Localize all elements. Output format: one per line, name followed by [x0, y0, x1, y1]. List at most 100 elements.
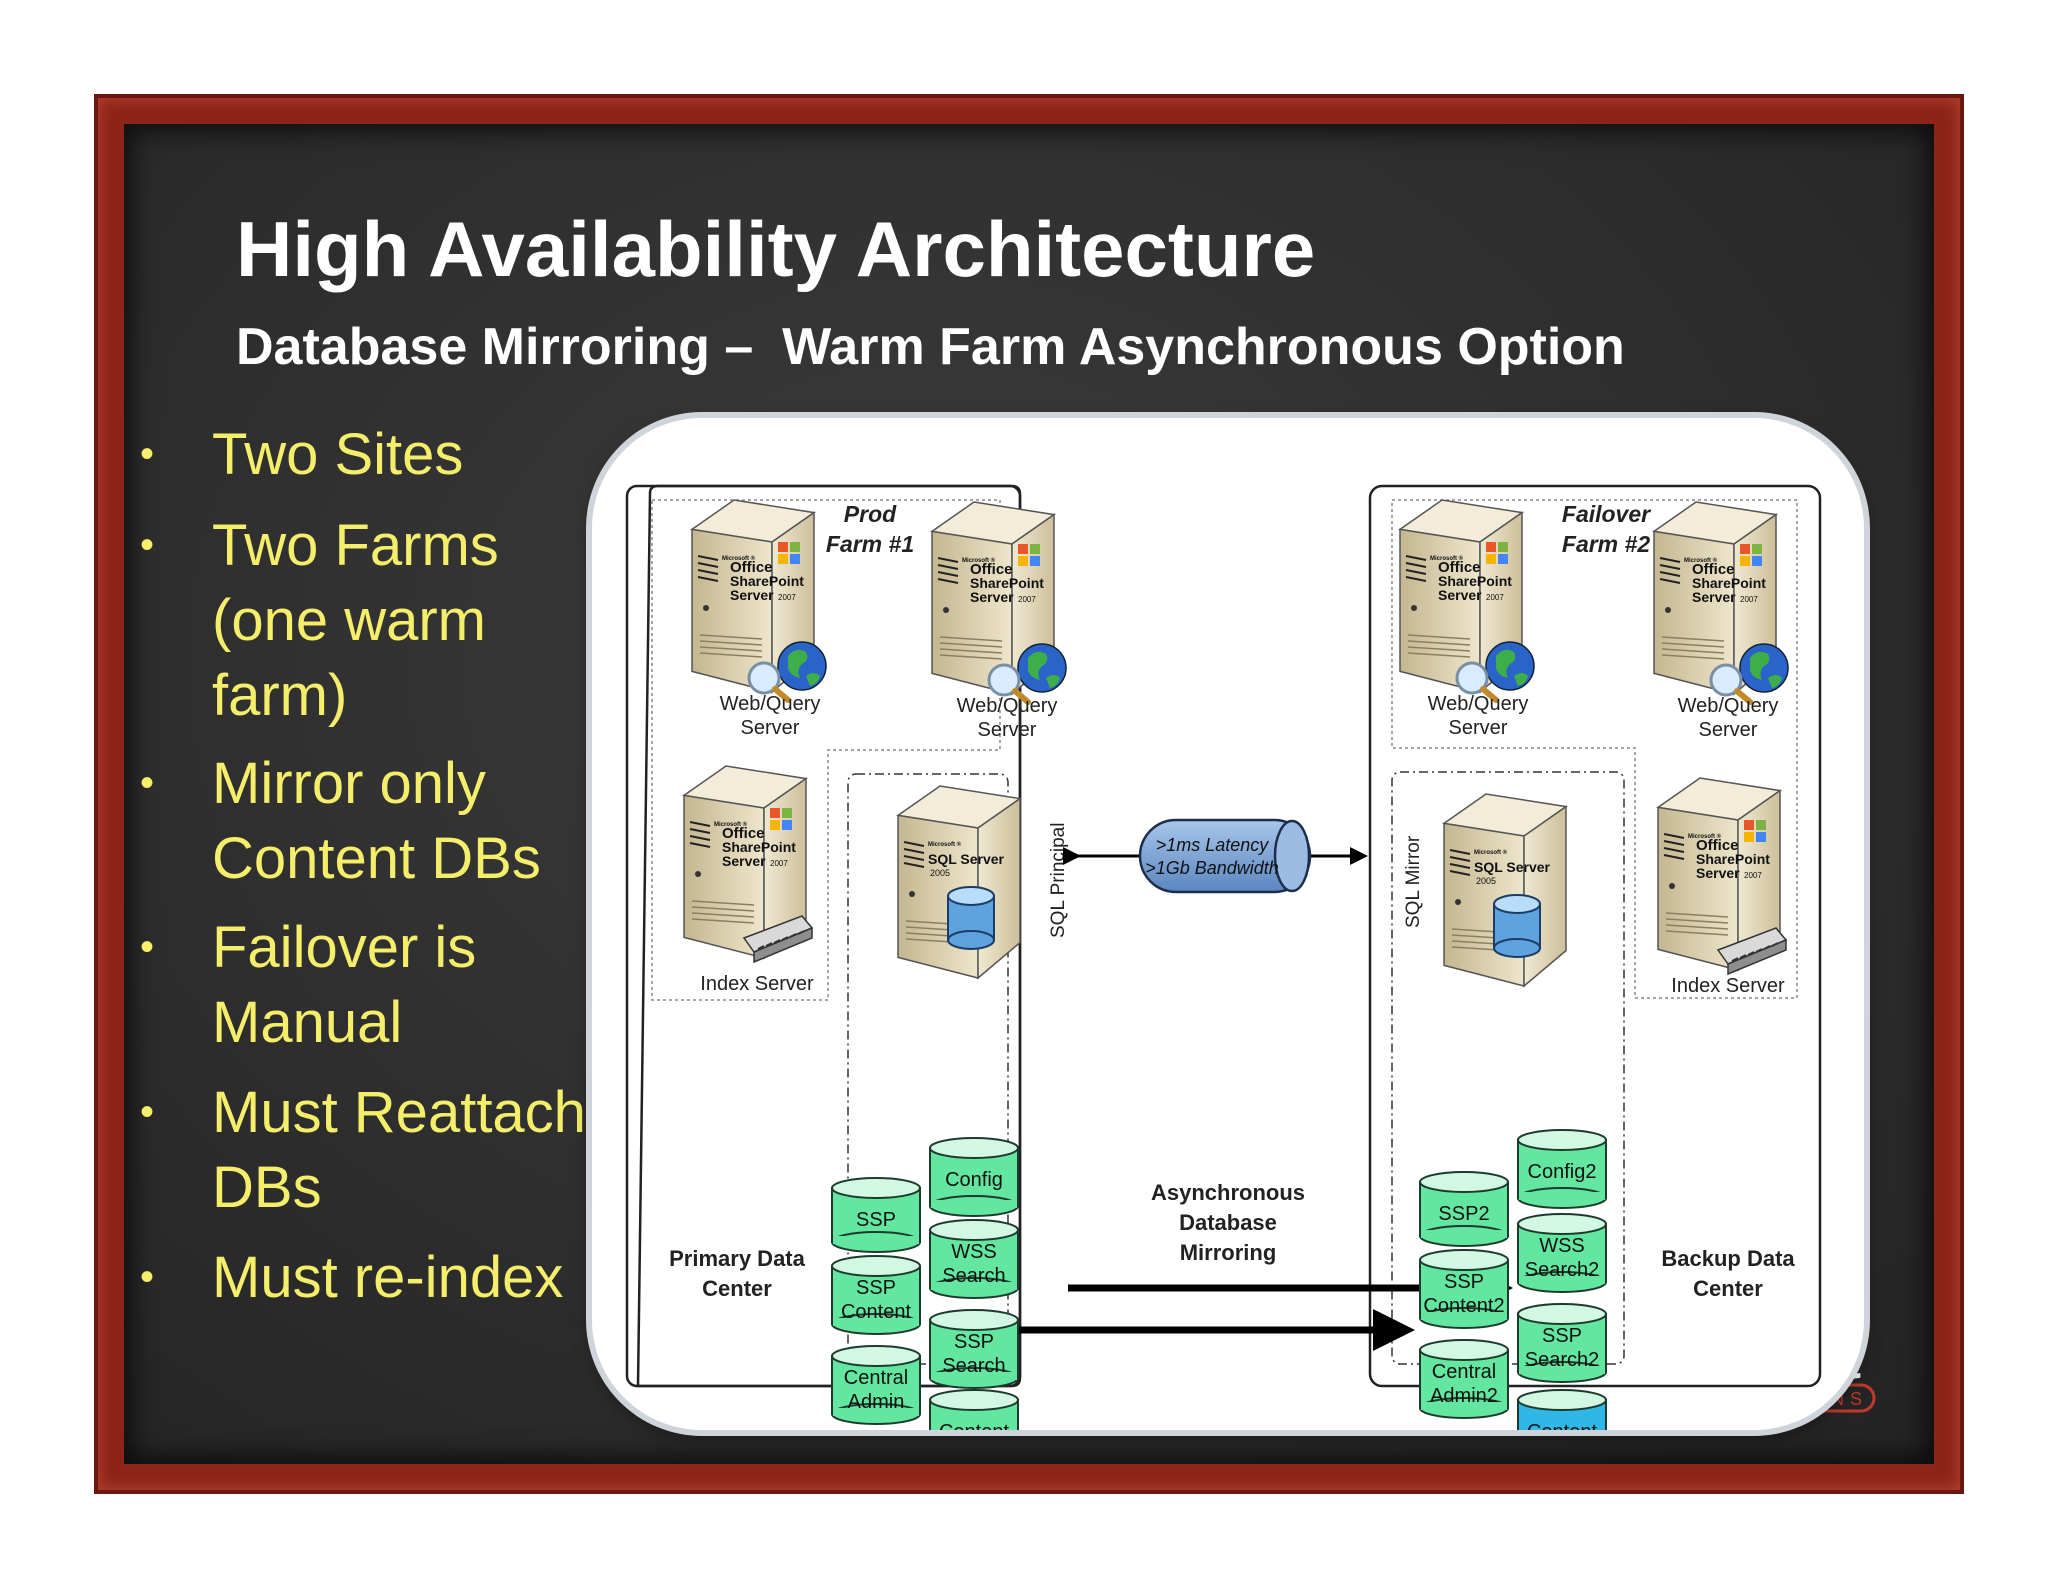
globe-icon	[1739, 643, 1789, 693]
db-label: Content	[1527, 1421, 1597, 1430]
server-badge-office: Office	[1692, 561, 1735, 578]
server-badge-office: Office	[970, 561, 1013, 578]
backup-site-sublabel: Center	[1693, 1276, 1763, 1301]
backup-web1-sublabel: Server	[1449, 717, 1508, 739]
db-content-a: Content	[929, 1389, 1019, 1430]
backup-farm-title: Failover	[1562, 501, 1651, 527]
primary-sql-cluster	[847, 773, 1009, 1365]
bullet-dot: •	[140, 1090, 155, 1134]
server-badge-ms: Microsoft ®	[962, 557, 996, 564]
server-badge-ms: Microsoft ®	[1430, 555, 1464, 562]
backup-web1-label: Web/Query	[1428, 693, 1529, 715]
db-mirror-content-a: Content	[1517, 1389, 1607, 1430]
server-badge-office: Office	[730, 559, 773, 576]
bullet-dot: •	[140, 925, 155, 969]
server-badge-ms: Microsoft ®	[1688, 833, 1722, 840]
magnifier-icon	[987, 663, 1031, 705]
db-label: SSP	[1542, 1325, 1582, 1347]
db-ssp: SSP	[831, 1177, 921, 1253]
server-badge-server: Server	[722, 853, 766, 869]
mirroring-label-line2: Database	[1179, 1210, 1277, 1235]
slide-subtitle: Database Mirroring – Warm Farm Asynchron…	[236, 318, 1625, 376]
bullet-dot: •	[140, 1255, 155, 1299]
backup-index-label: Index Server	[1671, 975, 1785, 997]
bullet-text: Two Farms (one warm farm)	[212, 513, 499, 728]
sql-database-icon	[1493, 894, 1541, 958]
mirroring-label-line3: Mirroring	[1180, 1240, 1277, 1265]
db-sublabel: Search2	[1525, 1349, 1600, 1371]
db-label: SSP	[856, 1277, 896, 1299]
bullet-text: Must Reattach DBs	[212, 1080, 586, 1220]
server-badge-sql-version: 2005	[1476, 876, 1496, 886]
db-sublabel: Admin2	[1430, 1385, 1498, 1407]
bullet-text: Two Sites	[212, 422, 464, 487]
server-badge-sharepoint: SharePoint	[1438, 573, 1512, 589]
backup-farm-boundary	[1391, 499, 1798, 999]
db-label: Central	[844, 1367, 908, 1389]
db-label: SSP	[1444, 1271, 1484, 1293]
sql-database-icon	[947, 886, 995, 950]
server-badge-server: Server	[1692, 589, 1736, 605]
mirroring-label-line1: Asynchronous	[1151, 1180, 1305, 1205]
primary-web2-label: Web/Query	[957, 695, 1058, 717]
office-logo-icon	[1744, 820, 1766, 842]
magnifier-icon	[1455, 661, 1499, 703]
server-badge-version: 2007	[1744, 871, 1762, 880]
primary-farm-title: Prod	[844, 501, 897, 527]
backup-sql-cluster	[1391, 771, 1625, 1365]
db-label: Content	[939, 1421, 1009, 1430]
server-badge-sql: SQL Server	[1474, 859, 1551, 875]
server-badge-version: 2007	[770, 859, 788, 868]
office-logo-icon	[1486, 542, 1508, 564]
db-label: Config	[945, 1169, 1003, 1191]
server-badge-server: Server	[970, 589, 1014, 605]
backup-farm-number: Farm #2	[1562, 531, 1650, 557]
backup-web2-label: Web/Query	[1678, 695, 1779, 717]
bullet-text: Must re-index	[212, 1245, 564, 1310]
server-badge-server: Server	[1696, 865, 1740, 881]
bullet-dot: •	[140, 523, 155, 567]
magnifier-icon	[1709, 663, 1753, 705]
server-badge-sharepoint: SharePoint	[730, 573, 804, 589]
server-badge-sharepoint: SharePoint	[970, 575, 1044, 591]
slide-title: High Availability Architecture	[236, 205, 1316, 293]
server-badge-ms: Microsoft ®	[722, 555, 756, 562]
server-badge-ms: Microsoft ®	[1474, 849, 1508, 856]
db-label: WSS	[1539, 1235, 1585, 1257]
db-label: SSP	[954, 1331, 994, 1353]
db-sublabel: Content2	[1423, 1295, 1504, 1317]
server-badge-version: 2007	[1486, 593, 1504, 602]
primary-farm-boundary	[651, 499, 1001, 1001]
server-badge-ms: Microsoft ®	[928, 841, 962, 848]
server-badge-version: 2007	[778, 593, 796, 602]
server-badge-sharepoint: SharePoint	[1696, 851, 1770, 867]
db-sublabel: Admin	[848, 1391, 905, 1413]
office-logo-icon	[778, 542, 800, 564]
db-label: SSP	[856, 1209, 896, 1231]
backup-web2-sublabel: Server	[1699, 719, 1758, 741]
server-badge-ms: Microsoft ®	[714, 821, 748, 828]
diagram-card: Prod Farm #1 Failover Farm #2 Microsoft …	[592, 418, 1864, 1430]
server-badge-office: Office	[722, 825, 765, 842]
network-bandwidth: >1Gb Bandwidth	[1145, 858, 1279, 878]
db-label: WSS	[951, 1241, 997, 1263]
backup-site-label: Backup Data	[1661, 1246, 1795, 1271]
primary-web1-sublabel: Server	[741, 717, 800, 739]
database-group: ConfigSSPWSSSearchSSPContentSSPSearchCen…	[831, 1129, 1607, 1430]
